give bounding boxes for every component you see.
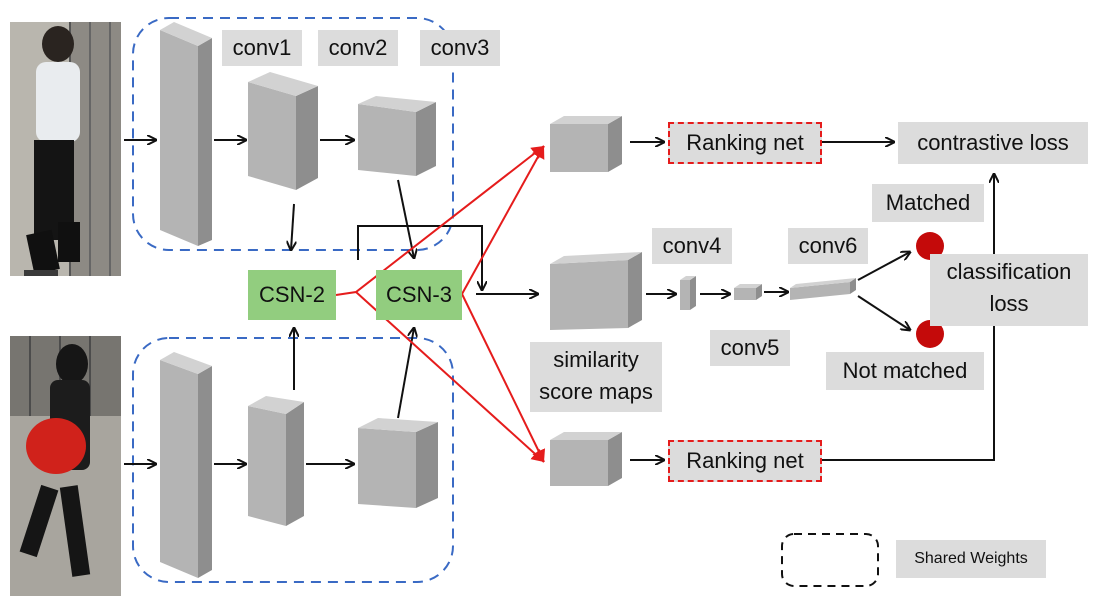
feature-block-bottom-1 xyxy=(160,352,212,578)
label-conv4: conv4 xyxy=(652,228,732,264)
red-arrow-csn3-top xyxy=(461,145,545,295)
classification-loss-label: classification loss xyxy=(930,254,1088,326)
feature-block-top-1 xyxy=(160,22,212,246)
similarity-line2: score maps xyxy=(539,379,653,404)
conv6-block xyxy=(790,278,856,300)
not-matched-label: Not matched xyxy=(826,352,984,390)
feature-block-top-2 xyxy=(248,72,318,190)
similarity-score-maps-label: similarity score maps xyxy=(530,342,662,412)
label-conv2: conv2 xyxy=(318,30,398,66)
arrow-conv6-to-matched xyxy=(857,252,910,281)
matched-label: Matched xyxy=(872,184,984,222)
label-conv5: conv5 xyxy=(710,330,790,366)
not-matched-node xyxy=(916,320,944,348)
input-image-top xyxy=(10,22,121,276)
matched-node xyxy=(916,232,944,260)
red-arrow-csn2-bottom xyxy=(355,291,545,463)
feature-block-bottom-2 xyxy=(248,396,304,526)
feature-block-top-3 xyxy=(358,96,436,176)
ranking-net-bottom: Ranking net xyxy=(668,440,822,482)
arrow-top2-to-csn2 xyxy=(291,203,294,250)
label-conv3: conv3 xyxy=(420,30,500,66)
classification-loss-line1: classification xyxy=(946,259,1072,284)
csn-3-node: CSN-3 xyxy=(376,270,462,320)
arrow-conv6-to-notmatched xyxy=(857,295,910,330)
csn-2-node: CSN-2 xyxy=(248,270,336,320)
red-arrow-csn3-bottom xyxy=(461,293,546,463)
classification-loss-line2: loss xyxy=(989,291,1029,316)
feature-block-bottom-3 xyxy=(358,418,438,508)
arrow-top3-to-csn3 xyxy=(397,179,414,258)
input-image-bottom xyxy=(10,336,121,596)
label-conv1: conv1 xyxy=(222,30,302,66)
similarity-line1: similarity xyxy=(553,347,639,372)
score-map-block-top xyxy=(550,116,622,172)
score-map-block-bottom xyxy=(550,432,622,486)
conv4-block xyxy=(680,276,696,310)
conv5-block xyxy=(734,284,762,300)
ranking-net-top: Ranking net xyxy=(668,122,822,164)
score-map-block-middle xyxy=(550,252,642,330)
legend-shared-weights-swatch xyxy=(781,533,879,587)
label-conv6: conv6 xyxy=(788,228,868,264)
contrastive-loss-label: contrastive loss xyxy=(898,122,1088,164)
shared-weights-region-top xyxy=(132,17,454,251)
legend-shared-weights-label: Shared Weights xyxy=(896,540,1046,578)
